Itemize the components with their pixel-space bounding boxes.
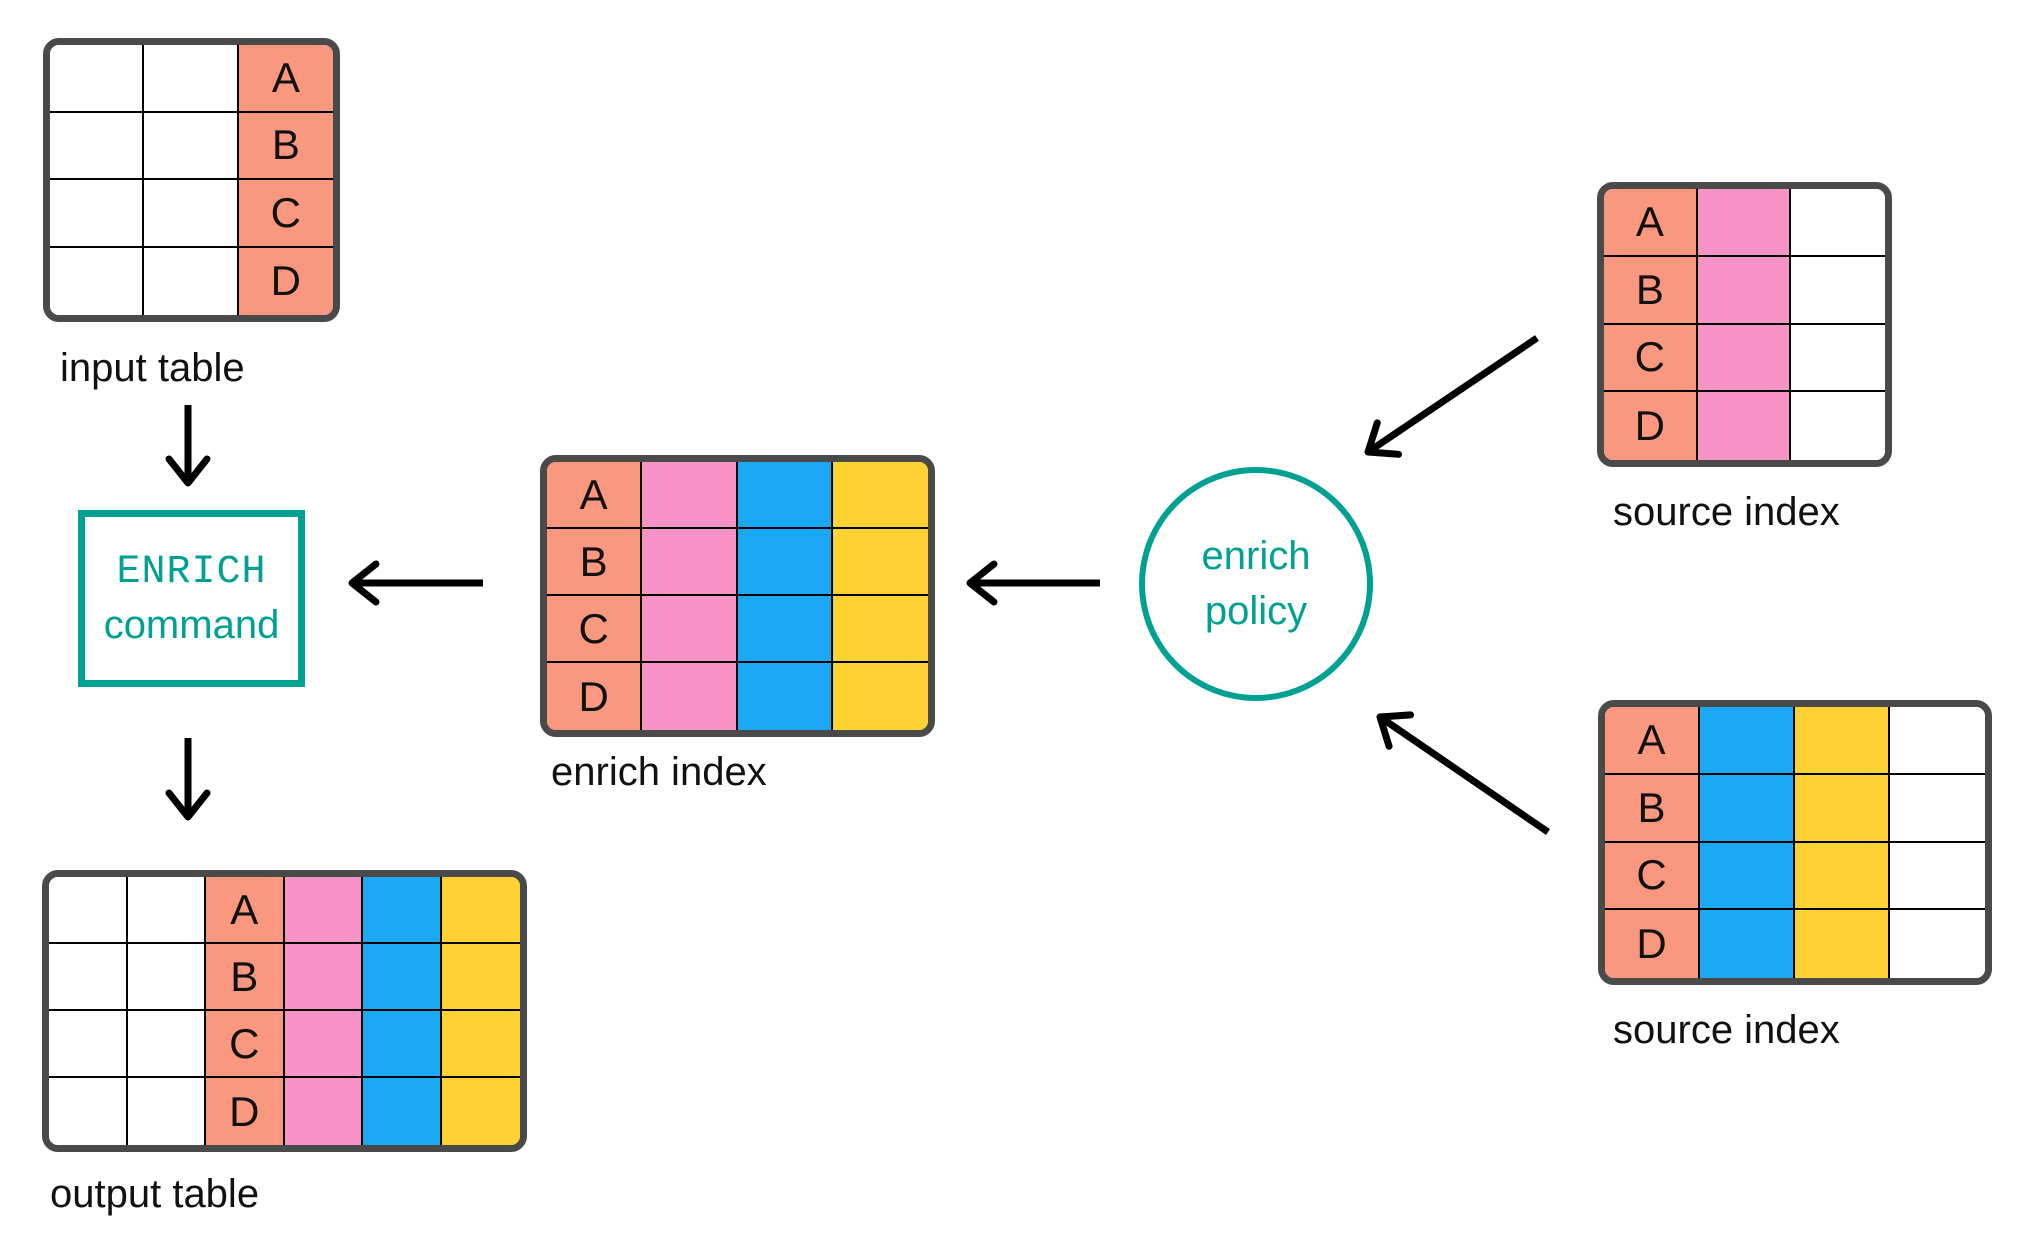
table-cell <box>737 596 833 663</box>
table-cell <box>127 944 206 1011</box>
table-cell <box>1795 707 1890 775</box>
table-cell <box>832 596 928 663</box>
table-cell: C <box>1604 324 1698 393</box>
enrich-policy-circle: enrich policy <box>1139 467 1373 701</box>
table-cell <box>144 180 239 248</box>
table-cell <box>127 877 206 944</box>
table-cell: D <box>206 1078 285 1145</box>
table-cell <box>832 663 928 730</box>
table-cell: D <box>547 663 643 730</box>
enrich-command-keyword: ENRICH <box>116 549 267 595</box>
table-cell <box>49 877 128 944</box>
enrich-index-label: enrich index <box>551 750 767 794</box>
enrich-command-word: command <box>103 602 280 647</box>
table-cell <box>1795 910 1890 978</box>
table-cell <box>1700 774 1795 843</box>
table-cell: C <box>238 180 333 248</box>
input-table-label: input table <box>60 346 245 390</box>
table-cell <box>1890 910 1985 978</box>
table-cell <box>441 1011 520 1078</box>
table-cell: B <box>547 529 643 596</box>
table-cell <box>50 247 145 315</box>
table-cell: D <box>1604 392 1698 460</box>
table-cell <box>642 529 738 596</box>
table-cell <box>363 944 442 1011</box>
table-cell <box>832 529 928 596</box>
arrow-source-top-to-policy <box>1364 335 1539 458</box>
table-cell <box>284 944 363 1011</box>
output-table-label: output table <box>50 1172 260 1216</box>
table-cell <box>441 877 520 944</box>
table-cell <box>50 45 145 113</box>
table-cell <box>642 663 738 730</box>
table-cell <box>144 112 239 180</box>
arrow-source-bottom-to-policy <box>1376 711 1550 835</box>
table-cell <box>1791 256 1885 325</box>
table-cell: D <box>238 247 333 315</box>
table-cell: A <box>1604 189 1698 257</box>
table-cell <box>127 1011 206 1078</box>
table-cell <box>144 45 239 113</box>
table-cell: A <box>1605 707 1700 775</box>
table-cell <box>49 1078 128 1145</box>
table-cell <box>1697 189 1792 257</box>
table-cell <box>284 1078 363 1145</box>
table-cell <box>1700 842 1795 911</box>
table-cell <box>144 247 239 315</box>
enrich-policy-line2: policy <box>1204 589 1308 633</box>
table-cell <box>284 1011 363 1078</box>
table-cell <box>363 1078 442 1145</box>
table-cell <box>737 663 833 730</box>
table-cell <box>1795 842 1890 911</box>
table-cell <box>363 877 442 944</box>
table-cell <box>1791 189 1885 257</box>
table-cell: B <box>1604 256 1698 325</box>
table-cell: C <box>206 1011 285 1078</box>
table-cell <box>1791 392 1885 460</box>
table-cell <box>642 462 738 529</box>
table-cell: B <box>238 112 333 180</box>
table-cell <box>1697 256 1792 325</box>
table-cell <box>1697 324 1792 393</box>
table-cell <box>1890 774 1985 843</box>
table-cell <box>1791 324 1885 393</box>
table-cell <box>50 112 145 180</box>
table-cell <box>1890 842 1985 911</box>
table-cell <box>441 1078 520 1145</box>
table-cell: C <box>547 596 643 663</box>
table-cell <box>1700 910 1795 978</box>
table-cell <box>49 944 128 1011</box>
source-index-top-label: source index <box>1613 490 1840 534</box>
table-cell <box>1890 707 1985 775</box>
enrich-policy-line1: enrich <box>1201 534 1311 578</box>
source-index-bottom-label: source index <box>1613 1008 1840 1052</box>
table-cell <box>832 462 928 529</box>
table-cell: D <box>1605 910 1700 978</box>
table-cell <box>49 1011 128 1078</box>
table-cell <box>1795 774 1890 843</box>
table-cell: C <box>1605 842 1700 911</box>
table-cell <box>642 596 738 663</box>
table-cell <box>284 877 363 944</box>
table-cell <box>1697 392 1792 460</box>
table-cell <box>737 529 833 596</box>
table-cell <box>737 462 833 529</box>
table-cell <box>127 1078 206 1145</box>
table-cell <box>441 944 520 1011</box>
table-cell: B <box>1605 774 1700 843</box>
table-cell <box>1700 707 1795 775</box>
table-cell <box>50 180 145 248</box>
enrich-command-box: ENRICH command <box>78 510 305 687</box>
table-cell: A <box>547 462 643 529</box>
table-cell: A <box>206 877 285 944</box>
table-cell: A <box>238 45 333 113</box>
table-cell <box>363 1011 442 1078</box>
table-cell: B <box>206 944 285 1011</box>
